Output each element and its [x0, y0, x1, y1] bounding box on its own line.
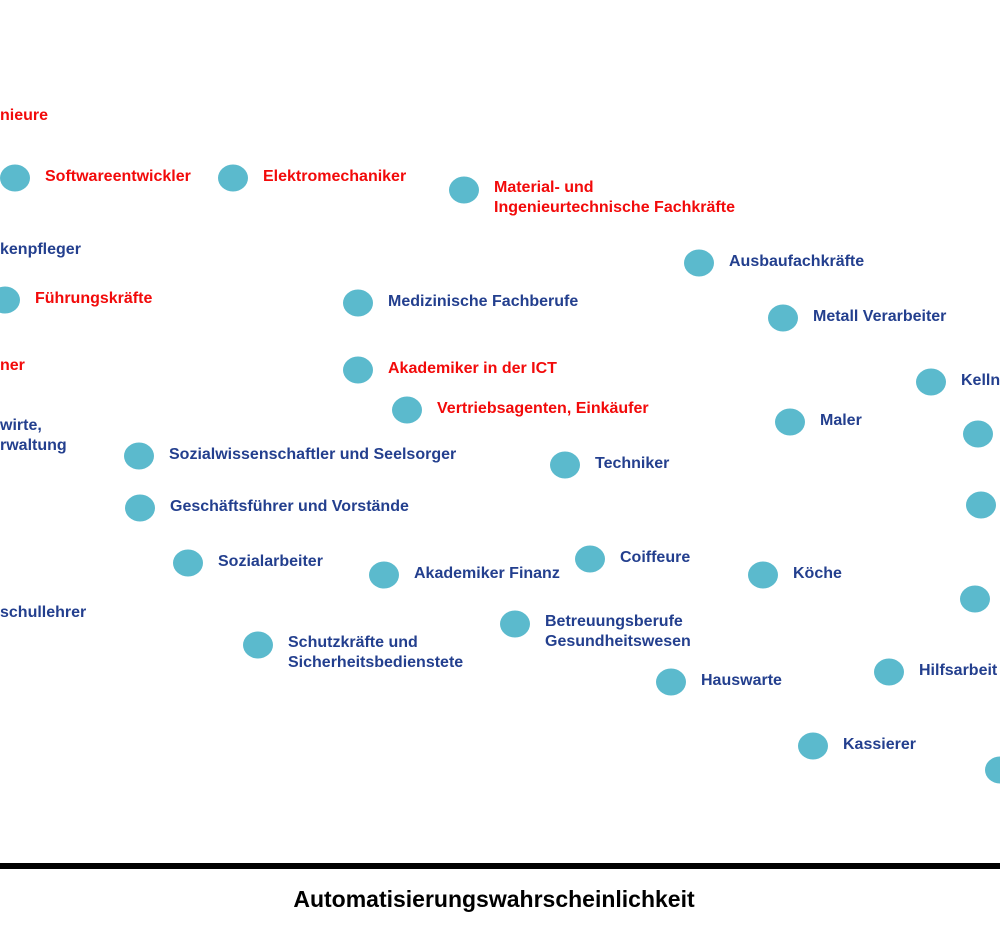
point-marker — [684, 249, 714, 277]
point-label: Kelln — [961, 372, 1000, 390]
point-marker — [748, 561, 778, 589]
point-label: Schutzkräfte und Sicherheitsbedienstete — [288, 633, 464, 671]
point-label: nieure — [0, 107, 49, 124]
point-label: Metall Verarbeiter — [813, 308, 947, 326]
point-label: kenpfleger — [0, 241, 81, 259]
point-marker — [768, 304, 798, 332]
point-label: Maler — [820, 412, 862, 430]
point-label: Betreuungsberufe Gesundheitswesen — [545, 612, 691, 650]
point-label: Coiffeure — [620, 549, 691, 567]
point-marker — [985, 756, 1000, 784]
point-label: Techniker — [595, 454, 670, 472]
point-marker — [0, 164, 30, 192]
point-label: Akademiker Finanz — [414, 564, 560, 582]
point-marker — [575, 545, 605, 573]
point-marker — [916, 368, 946, 396]
point-marker — [343, 356, 373, 384]
point-label: Köche — [793, 564, 842, 582]
point-label: Material- und Ingenieurtechnische Fachkr… — [494, 179, 735, 217]
point-label: Führungskräfte — [35, 290, 153, 308]
point-marker — [369, 561, 399, 589]
x-axis-line — [0, 863, 1000, 869]
point-marker — [173, 549, 203, 576]
point-marker — [392, 396, 422, 424]
point-label: Ausbaufachkräfte — [729, 253, 865, 271]
point-marker — [243, 631, 273, 659]
point-marker — [500, 610, 530, 638]
x-axis-title: Automatisierungswahrscheinlichkeit — [293, 886, 695, 912]
point-label: Akademiker in der ICT — [388, 360, 557, 378]
point-label: Sozialarbeiter — [218, 552, 323, 570]
point-marker — [963, 420, 993, 448]
point-label: Hilfsarbeit — [919, 662, 998, 680]
point-marker — [0, 286, 20, 314]
point-label: schullehrer — [0, 604, 87, 622]
point-marker — [124, 442, 154, 470]
point-marker — [343, 289, 373, 317]
point-label: Softwareentwickler — [45, 168, 191, 186]
point-label: Vertriebsagenten, Einkäufer — [437, 399, 649, 417]
point-marker — [550, 451, 580, 479]
point-marker — [449, 176, 479, 204]
point-marker — [874, 658, 904, 686]
point-label: Sozialwissenschaftler und Seelsorger — [169, 445, 457, 463]
point-marker — [125, 494, 155, 522]
point-label: Medizinische Fachberufe — [388, 293, 579, 311]
point-marker — [218, 164, 248, 192]
point-marker — [960, 585, 990, 613]
point-label: ner — [0, 357, 25, 375]
point-label: Geschäftsführer und Vorstände — [170, 497, 409, 515]
point-marker — [966, 491, 996, 519]
point-label: wirte, rwaltung — [0, 417, 67, 455]
point-label: Elektromechaniker — [263, 168, 407, 186]
point-label: Hauswarte — [701, 671, 782, 689]
point-marker — [775, 408, 805, 436]
point-marker — [656, 668, 686, 695]
point-label: Kassierer — [843, 735, 916, 753]
point-marker — [798, 732, 828, 760]
